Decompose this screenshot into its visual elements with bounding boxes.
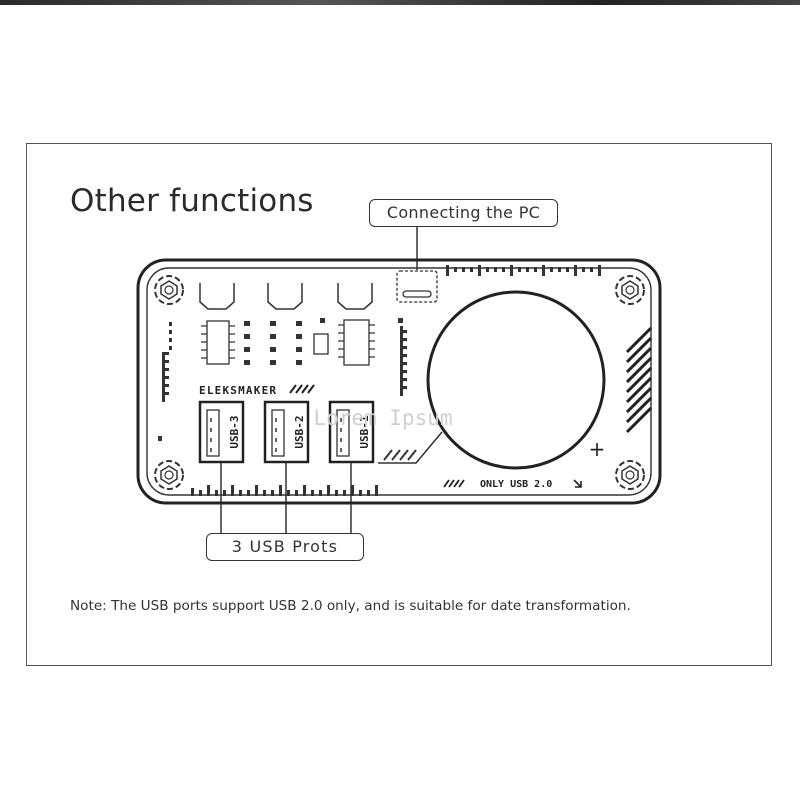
center-trace [398,318,407,396]
usb-2-label: USB-2 [293,415,306,448]
left-edge-marks [158,322,172,441]
only-usb-label: ONLY USB 2.0 [480,479,552,490]
ic-chip-left [201,320,235,365]
screw-bottom-right [615,460,645,490]
connecting-pc-callout: Connecting the PC [369,199,558,227]
connector-1 [199,283,235,310]
screw-holes [154,275,645,490]
brand-hatch [289,384,315,394]
usb-1-label: USB-1 [358,415,371,448]
top-edge-ticks [446,265,601,276]
circle-trace-line [378,431,443,464]
large-dial-circle [426,290,606,470]
usb-c-port [396,270,438,303]
content-frame [26,143,772,666]
ic-chip-right [338,319,375,366]
usb-port-2: USB-2 [263,400,310,464]
connector-2 [267,283,303,310]
usb-ports-callout: 3 USB Prots [206,533,364,561]
component-grid [244,318,325,365]
plus-sign: + [589,437,606,461]
crystal-component [313,333,329,355]
screw-top-left [154,275,184,305]
top-edge-bar [0,0,800,5]
usb-port-1: USB-1 [328,400,375,464]
connector-3 [337,283,373,310]
screw-top-right [615,275,645,305]
note-text: Note: The USB ports support USB 2.0 only… [70,598,631,614]
arrow-icon [573,479,582,488]
only-usb-hatch [443,479,465,488]
brand-label: ELEKSMAKER [199,384,277,397]
board-outline [136,258,662,505]
usb-3-label: USB-3 [228,415,241,448]
top-connectors [199,283,373,310]
screw-bottom-left [154,460,184,490]
hatch-marks-left [383,449,417,461]
usb-port-3: USB-3 [198,400,245,464]
watermark-text: Lorem Ipsum [313,406,452,430]
page-title: Other functions [70,183,314,219]
leader-lines [220,227,418,533]
bottom-edge-ticks [191,485,378,496]
hatch-marks-right [625,326,653,434]
